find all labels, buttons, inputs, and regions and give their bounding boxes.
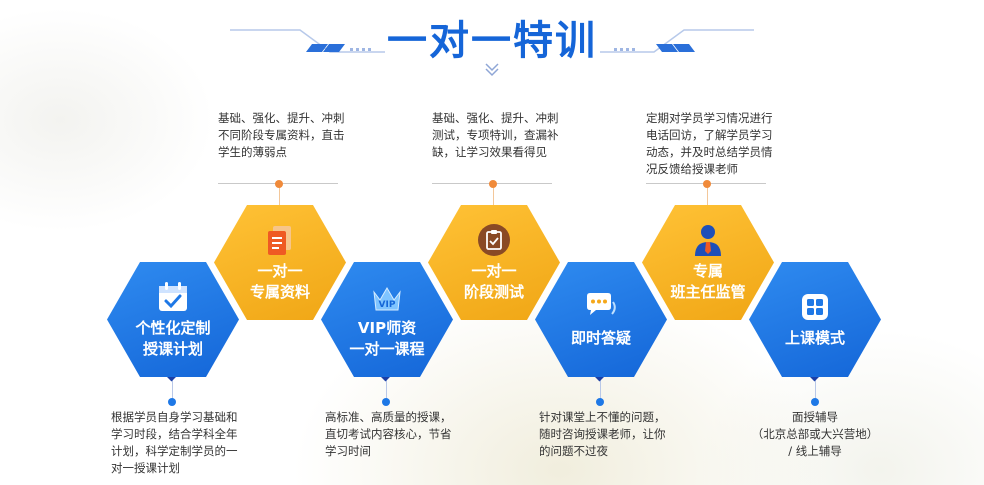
connector-line (815, 374, 816, 404)
desc-line: 缺，让学习效果看得见 (432, 145, 547, 159)
hex-qa: 即时答疑 (535, 262, 667, 377)
connector-line (600, 374, 601, 404)
desc-materials: 基础、强化、提升、冲刺 不同阶段专属资料，直击 学生的薄弱点 (218, 110, 358, 161)
hex-label: 一对一 (471, 261, 517, 280)
desc-line: 学习时段，结合学科全年 (111, 427, 238, 441)
desc-line: 针对课堂上不懂的问题， (539, 410, 666, 424)
connector-dot (489, 180, 497, 188)
desc-line: 计划，科学定制学员的一 (111, 444, 238, 458)
hex-label: 一对一 (257, 261, 303, 280)
connector-dot (275, 180, 283, 188)
title-decoration (230, 29, 754, 77)
desc-qa: 针对课堂上不懂的问题， 随时咨询授课老师，让你 的问题不过夜 (539, 409, 689, 460)
desc-line: 基础、强化、提升、冲刺 (432, 111, 559, 125)
desc-line: 的问题不过夜 (539, 444, 608, 458)
clipboard-check-icon (478, 223, 510, 256)
teacher-person-icon (695, 224, 721, 256)
desc-line: 电话回访，了解学员学习 (646, 128, 773, 142)
connector-line (386, 374, 387, 404)
connector-dot (168, 398, 176, 406)
desc-plan: 根据学员自身学习基础和 学习时段，结合学科全年 计划，科学定制学员的一 对一授课… (111, 409, 261, 477)
hex-label: 班主任监管 (670, 282, 746, 301)
desc-line: 况反馈给授课老师 (646, 162, 738, 176)
hex-mode: 上课模式 (749, 262, 881, 377)
desc-line: 学习时间 (325, 444, 371, 458)
hex-label: 即时答疑 (570, 329, 631, 347)
hex-vip: VIP VIP师资 一对一课程 (321, 262, 453, 377)
connector-dot (382, 398, 390, 406)
connector-line (493, 187, 494, 209)
hex-supervisor: 专属 班主任监管 (642, 205, 774, 320)
desc-line: 基础、强化、提升、冲刺 (218, 111, 345, 125)
desc-line: （北京总部或大兴营地） (751, 427, 879, 441)
connector-line (707, 187, 708, 209)
connector-dot (703, 180, 711, 188)
desc-line: 测试，专项特训，查漏补 (432, 128, 559, 142)
svg-text:VIP: VIP (379, 300, 396, 310)
hex-label: VIP师资 (357, 318, 417, 337)
hex-label: 上课模式 (784, 329, 845, 347)
hex-label: 授课计划 (142, 339, 203, 358)
desc-mode: 面授辅导 （北京总部或大兴营地） / 线上辅导 (745, 409, 885, 460)
connector-line (172, 374, 173, 404)
desc-line: 学生的薄弱点 (218, 145, 287, 159)
desc-line: 不同阶段专属资料，直击 (218, 128, 345, 142)
desc-tests: 基础、强化、提升、冲刺 测试，专项特训，查漏补 缺，让学习效果看得见 (432, 110, 572, 161)
desc-line: 随时咨询授课老师，让你 (539, 427, 666, 441)
hex-label: 一对一课程 (349, 339, 425, 358)
vip-crown-icon: VIP (373, 286, 401, 310)
desc-line: 对一授课计划 (111, 461, 180, 475)
page-title: 一对一特训 (387, 18, 597, 64)
hex-label: 个性化定制 (135, 318, 211, 337)
calendar-check-icon (159, 281, 187, 311)
hex-label: 阶段测试 (463, 282, 524, 301)
desc-line: 面授辅导 (792, 410, 838, 424)
hex-materials: 一对一 专属资料 (214, 205, 346, 320)
desc-supervisor: 定期对学员学习情况进行 电话回访，了解学员学习 动态，并及时总结学员情 况反馈给… (646, 110, 796, 178)
desc-line: / 线上辅导 (788, 444, 842, 458)
desc-line: 动态，并及时总结学员情 (646, 145, 773, 159)
documents-icon (268, 225, 291, 255)
hex-label: 专属资料 (249, 282, 310, 301)
desc-vip: 高标准、高质量的授课， 直切考试内容核心，节省 学习时间 (325, 409, 475, 460)
hex-plan: 个性化定制 授课计划 (107, 262, 239, 377)
connector-line (279, 187, 280, 209)
desc-line: 直切考试内容核心，节省 (325, 427, 452, 441)
desc-line: 根据学员自身学习基础和 (111, 410, 238, 424)
title-area: 一对一特训 (0, 0, 984, 90)
desc-line: 定期对学员学习情况进行 (646, 111, 773, 125)
chat-bubble-icon (587, 293, 616, 315)
desc-line: 高标准、高质量的授课， (325, 410, 452, 424)
hex-label: 专属 (692, 261, 723, 280)
connector-dot (596, 398, 604, 406)
connector-dot (811, 398, 819, 406)
hex-tests: 一对一 阶段测试 (428, 205, 560, 320)
grid-apps-icon (802, 294, 828, 320)
